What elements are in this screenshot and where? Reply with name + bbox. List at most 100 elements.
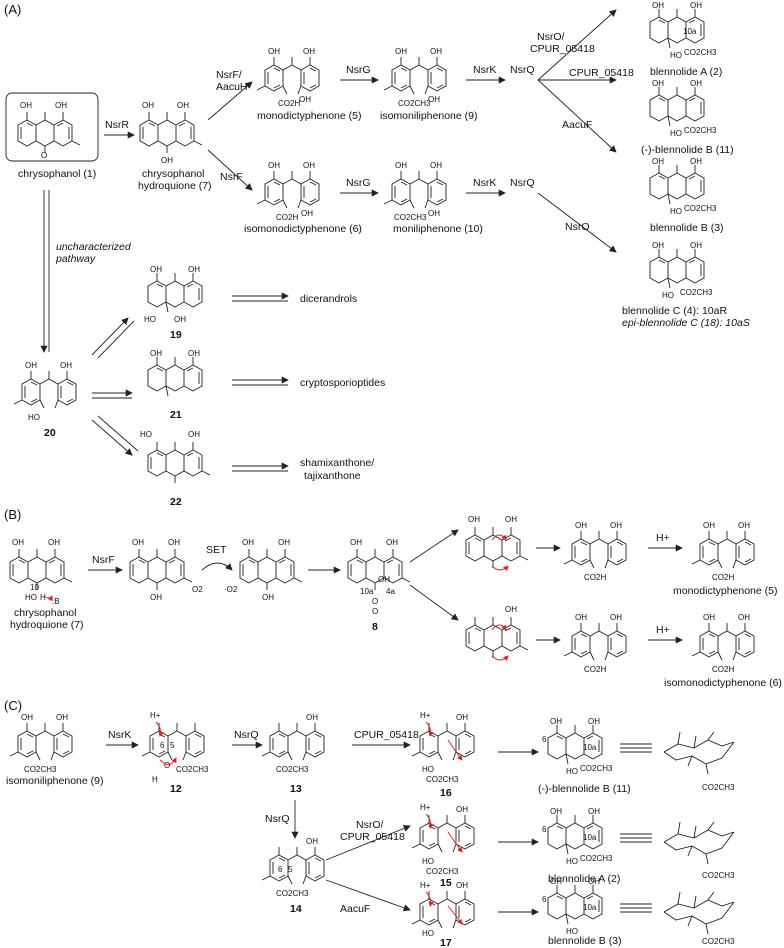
compound-19-structure — [147, 272, 203, 313]
label-proton: H+ — [656, 624, 670, 636]
atom-label: HO — [670, 129, 682, 138]
atom-label: 10a — [583, 903, 597, 912]
c-chair-2 — [663, 821, 735, 865]
b-upper-carboxylate — [563, 530, 627, 569]
chrysophanol-box — [5, 92, 99, 162]
b-radical-structure — [239, 548, 303, 591]
atom-label: OH — [690, 1, 702, 10]
atom-label: OH — [188, 349, 200, 358]
arrow-to-6 — [207, 149, 253, 191]
enzyme-label-nsrf: NsrF — [92, 554, 115, 566]
atom-label: HO — [422, 929, 434, 938]
enzyme-label-cpur: CPUR_05418 — [340, 831, 405, 843]
atom-label: OH — [428, 95, 440, 104]
electron-arrow — [425, 721, 434, 737]
atom-label: OH — [703, 613, 715, 622]
enzyme-label-nsrg: NsrG — [346, 177, 371, 189]
label-tajixanthone: tajixanthone — [304, 470, 361, 482]
electron-arrow — [159, 757, 177, 765]
atom-label: OH — [652, 1, 664, 10]
compound-20-structure — [13, 370, 77, 409]
atom-label: CO2CH3 — [684, 126, 717, 135]
atom-label: HO — [144, 315, 156, 324]
b-dioxetane-upper — [465, 526, 529, 569]
atom-label: OH — [268, 161, 280, 170]
compound-label-9: isomoniliphenone (9) — [380, 110, 477, 122]
label-proton: H+ — [656, 532, 670, 544]
enzyme-label-nsrk: NsrK — [473, 177, 496, 189]
atom-label: CO2H — [278, 99, 300, 108]
moniliphenone-structure — [383, 170, 447, 209]
atom-label: OH — [188, 430, 200, 439]
enzyme-label-nsrq: NsrQ — [510, 177, 535, 189]
compound-label-5: monodictyphenone (5) — [673, 585, 777, 597]
atom-label: CO2H — [276, 213, 298, 222]
arrow-b-upper — [409, 529, 459, 563]
b-hydroquinone-structure — [9, 548, 73, 591]
atom-label: OH — [161, 156, 173, 165]
atom-label: OH — [505, 605, 517, 614]
equivalence-sign — [620, 833, 652, 843]
electron-arrow — [491, 534, 507, 541]
atom-label: 6 — [542, 895, 547, 904]
blennolide-b-minus-structure — [649, 86, 705, 127]
atom-label: HO — [25, 593, 37, 602]
atom-label: OH — [610, 521, 622, 530]
atom-label: OH — [174, 315, 186, 324]
label-uncharacterized: uncharacterized — [56, 241, 132, 253]
electron-arrow — [43, 595, 53, 602]
chrysophanol-structure — [17, 111, 81, 154]
atom-label: OH — [378, 575, 390, 584]
atom-label: 5 — [288, 865, 293, 874]
atom-label: OH — [456, 713, 468, 722]
atom-label: 6 — [160, 741, 165, 750]
atom-label: OH — [738, 613, 750, 622]
atom-label: OH — [306, 713, 318, 722]
atom-label: H — [152, 775, 158, 784]
compound-16-structure — [411, 722, 475, 761]
label-proton: H+ — [150, 711, 161, 720]
atom-label: OH — [575, 613, 587, 622]
blennolide-c-structure — [649, 248, 705, 289]
atom-label: OH — [150, 349, 162, 358]
arrow-set — [201, 562, 233, 571]
enzyme-label-cpur: CPUR_05418 — [530, 43, 595, 55]
atom-label: OH — [456, 805, 468, 814]
atom-label: CO2CH3 — [398, 99, 431, 108]
compound-label-hq-a: chrysophanol — [14, 607, 76, 619]
label-proton: H+ — [420, 711, 431, 720]
atom-label: OH — [395, 161, 407, 170]
c-isomoniliphenone — [9, 722, 73, 761]
compound-label-hq-b: hydroquione (7) — [10, 619, 84, 631]
b-lower-carboxylate — [563, 622, 627, 661]
atom-label: OH — [652, 79, 664, 88]
atom-label: O2 — [192, 585, 203, 594]
atom-label: HO — [566, 927, 578, 936]
compound-label-chrysophanol: chrysophanol (1) — [18, 168, 96, 180]
atom-label: OH — [301, 209, 313, 218]
compound-number-14: 14 — [290, 903, 302, 915]
atom-label: OH — [12, 538, 24, 547]
c-chair-11 — [663, 731, 735, 775]
compound-number-15: 15 — [440, 877, 452, 889]
atom-label: OH — [703, 521, 715, 530]
atom-label: O — [372, 597, 378, 606]
atom-label: 6 — [542, 825, 547, 834]
atom-label: 6 — [542, 735, 547, 744]
atom-label: OH — [303, 161, 315, 170]
compound-label-11: (-)-blennolide B (11) — [538, 783, 631, 795]
atom-label: 4a — [386, 587, 395, 596]
compound-17-structure — [411, 890, 475, 929]
atom-label: CO2CH3 — [702, 783, 735, 792]
atom-label: OH — [468, 515, 480, 524]
atom-label: OH — [456, 881, 468, 890]
atom-label: OH — [177, 101, 189, 110]
atom-label: O — [164, 761, 170, 770]
compound-number-22: 22 — [170, 496, 182, 508]
atom-label: 5 — [170, 741, 175, 750]
electron-arrow — [447, 831, 463, 853]
atom-label: 6 — [278, 865, 283, 874]
atom-label: CO2H — [584, 573, 606, 582]
atom-label: CO2H — [712, 573, 734, 582]
blennolide-b-structure — [649, 164, 705, 205]
